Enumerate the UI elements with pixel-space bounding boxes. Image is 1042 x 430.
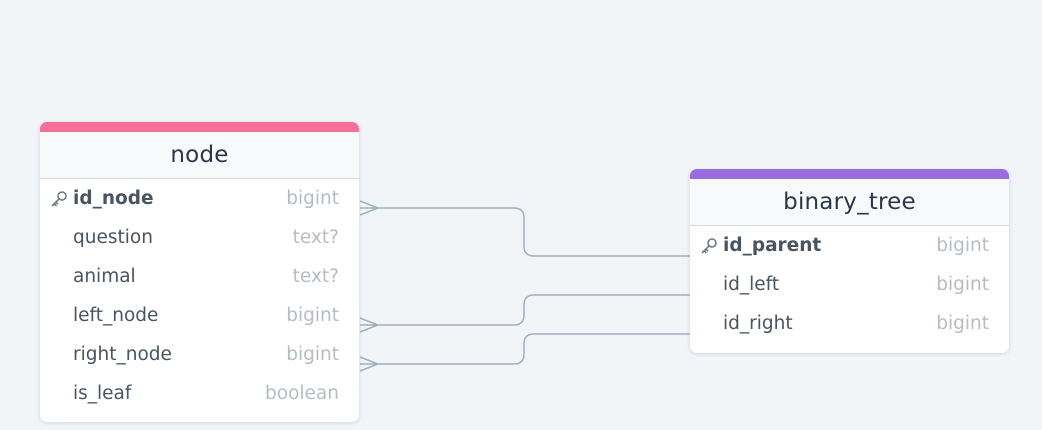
key-icon [51, 191, 67, 207]
field-name: is_leaf [73, 383, 132, 404]
field-type: bigint [936, 313, 989, 334]
relation-line-id-parent [360, 207, 690, 257]
field-row-is-leaf[interactable]: is_leaf boolean [40, 374, 359, 413]
field-type: boolean [265, 383, 339, 404]
table-header-binary-tree[interactable]: binary_tree [690, 169, 1009, 226]
field-type: bigint [936, 235, 989, 256]
crowfoot-left-node [359, 317, 381, 333]
field-row-id-right[interactable]: id_right bigint [690, 304, 1009, 343]
field-row-left-node[interactable]: left_node bigint [40, 296, 359, 335]
field-name: id_parent [723, 235, 822, 256]
field-name: id_right [723, 313, 793, 334]
field-name: left_node [73, 305, 159, 326]
relation-line-id-left [360, 294, 690, 326]
field-row-animal[interactable]: animal text? [40, 257, 359, 296]
field-type: bigint [286, 344, 339, 365]
table-header-node[interactable]: node [40, 122, 359, 179]
field-name: id_left [723, 274, 780, 295]
field-type: bigint [286, 188, 339, 209]
field-name: id_node [73, 188, 154, 209]
field-row-id-node[interactable]: id_node bigint [40, 179, 359, 218]
table-accent-bar [690, 169, 1009, 179]
table-node[interactable]: node id_node bigint question text? anima… [40, 122, 359, 422]
table-title-binary-tree: binary_tree [783, 189, 916, 215]
field-type: text? [292, 266, 339, 287]
table-title-node: node [170, 142, 229, 168]
field-type: bigint [936, 274, 989, 295]
table-binary-tree[interactable]: binary_tree id_parent bigint id_left big… [690, 169, 1009, 353]
field-row-question[interactable]: question text? [40, 218, 359, 257]
key-icon [701, 238, 717, 254]
field-row-id-parent[interactable]: id_parent bigint [690, 226, 1009, 265]
table-accent-bar [40, 122, 359, 132]
field-name: animal [73, 266, 136, 287]
field-name: question [73, 227, 153, 248]
relation-line-id-right [360, 333, 690, 365]
field-row-right-node[interactable]: right_node bigint [40, 335, 359, 374]
field-type: text? [292, 227, 339, 248]
field-row-id-left[interactable]: id_left bigint [690, 265, 1009, 304]
field-name: right_node [73, 344, 172, 365]
crowfoot-id-node [359, 200, 381, 216]
crowfoot-right-node [359, 356, 381, 372]
field-type: bigint [286, 305, 339, 326]
